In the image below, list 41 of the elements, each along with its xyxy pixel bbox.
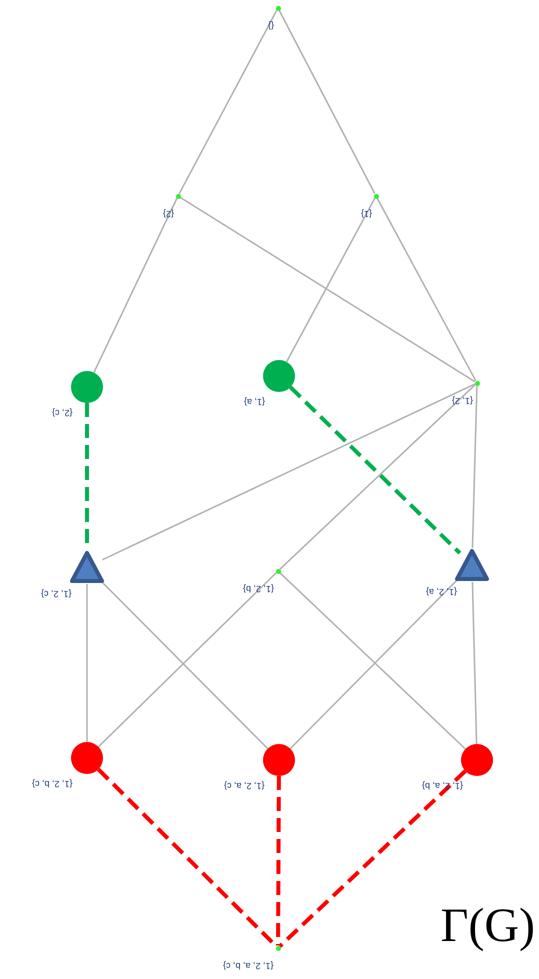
vertex-label: {1, 2, b}: [242, 584, 274, 594]
edge-line: [472, 582, 478, 744]
vertex-label: {1, 2}: [452, 396, 473, 406]
edge-line: [279, 384, 476, 570]
vertex-label: {2, c}: [52, 408, 73, 418]
vertex-triangle: [455, 548, 489, 582]
edge-line: [86, 584, 88, 742]
vertex-dot: [176, 194, 180, 198]
vertex-dot: [474, 380, 480, 386]
edge-line: [278, 10, 376, 194]
diagram-title: Γ(G): [440, 898, 535, 953]
edge-line: [178, 10, 278, 194]
edge-line: [93, 198, 178, 373]
vertex-circle: [263, 744, 295, 776]
vertex-dot: [374, 194, 378, 198]
vertex-label: {1, a}: [244, 397, 265, 407]
vertex-label: {1, 2, a, b, c}: [223, 961, 274, 971]
edge-line: [102, 383, 476, 560]
vertex-triangle: [70, 550, 104, 584]
edge-line: [472, 385, 478, 548]
dashed-edge: [289, 386, 462, 555]
vertex-label: {1, 2, a}: [426, 587, 457, 597]
vertex-label: {1, 2, a, b}: [422, 781, 463, 791]
vertex-label: {}: [268, 21, 274, 31]
edge-line: [286, 198, 376, 362]
vertex-dot: [276, 946, 280, 950]
vertex-label: {2}: [162, 209, 174, 219]
vertex-label: {1, 2, b, c}: [32, 779, 73, 789]
dashed-edge: [278, 770, 467, 948]
dashed-edge: [276, 776, 281, 946]
vertex-label: {1}: [360, 209, 372, 219]
vertex-circle: [263, 360, 295, 392]
vertex-label: {1, 2, a, c}: [224, 781, 265, 791]
vertex-circle: [71, 371, 103, 403]
edge-line: [376, 198, 476, 382]
vertex-circle: [71, 742, 103, 774]
vertex-dot: [276, 568, 280, 574]
vertex-circle: [461, 744, 493, 776]
vertex-label: {1, 2, c}: [41, 589, 72, 599]
vertex-dot: [276, 6, 280, 10]
edge-line: [180, 196, 476, 382]
